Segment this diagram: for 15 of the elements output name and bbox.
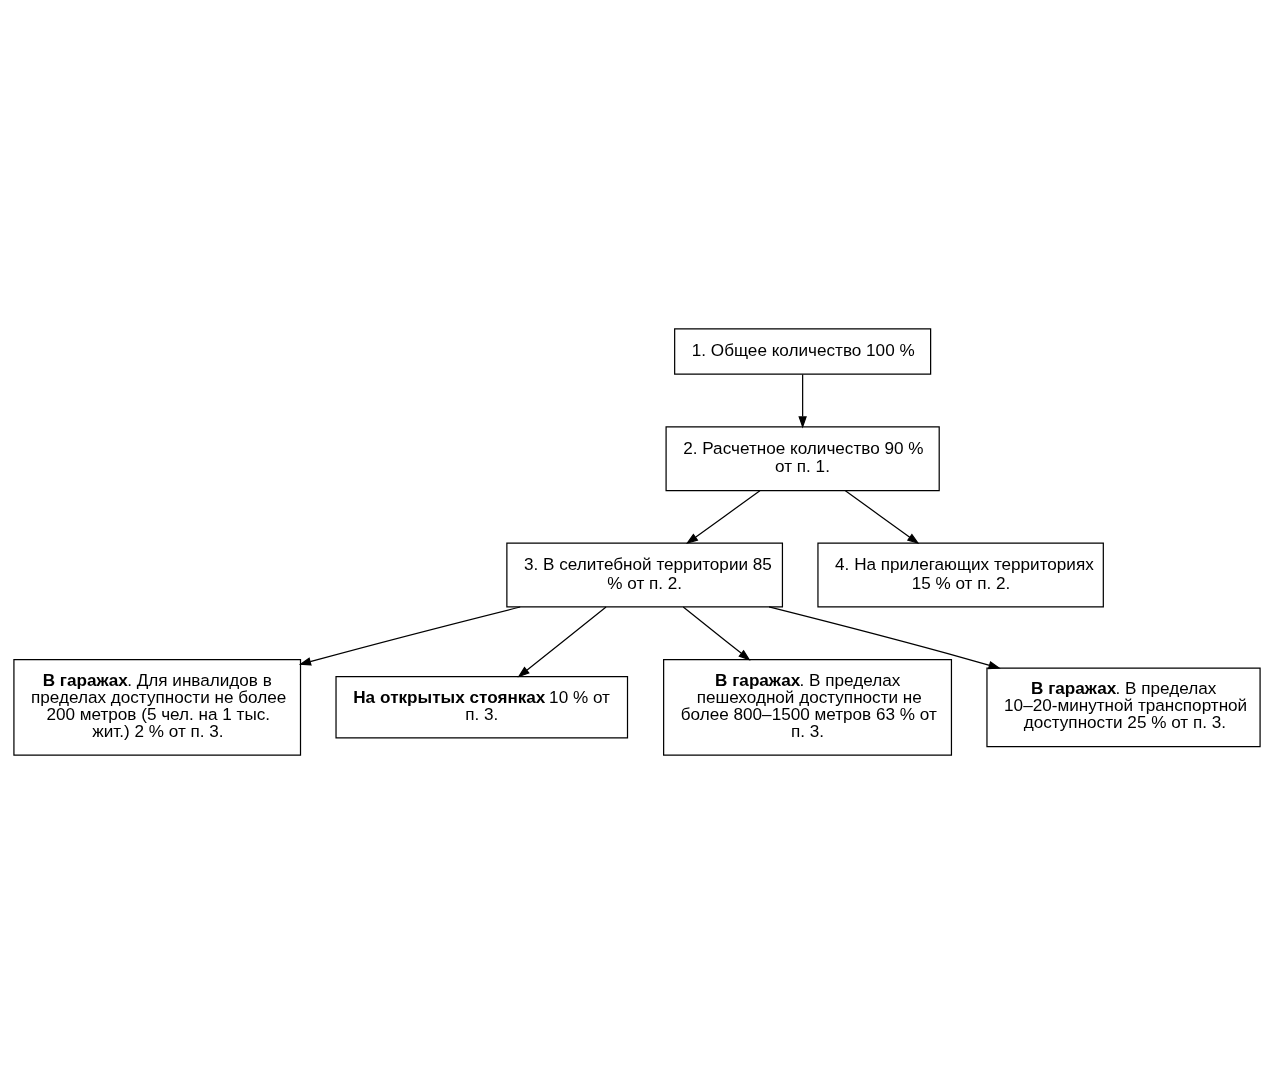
node-box: В гаражах. В пределах 10–20-минутной транспортной доступности 25 % от п. 3. [986, 667, 1261, 748]
node-box: 2. Расчетное количество 90 % от п. 1. [665, 426, 940, 492]
node-box: В гаражах. В пределах пешеходной доступности не более 800–1500 метров 63 % от п. 3. [663, 658, 953, 756]
arrow [298, 606, 521, 666]
arrow [844, 490, 920, 545]
arrow [768, 606, 1001, 670]
node-box: 3. В селитебной территории 85 % от п. 2. [506, 542, 784, 608]
node-box: На открытых стоянках 10 % от п. 3. [335, 676, 629, 739]
arrow [517, 606, 607, 678]
node-box: 1. Общее количество 100 % [674, 328, 932, 375]
arrow [798, 373, 807, 429]
arrow [685, 490, 761, 545]
node-box: 4. На прилегающих территориях 15 % от п. 2. [817, 542, 1104, 608]
arrow [682, 606, 751, 661]
node-box: В гаражах. Для инвалидов в пределах доступности не более 200 метров (5 чел. на 1 тыс. жит.) 2 % от п. 3. [13, 658, 302, 756]
